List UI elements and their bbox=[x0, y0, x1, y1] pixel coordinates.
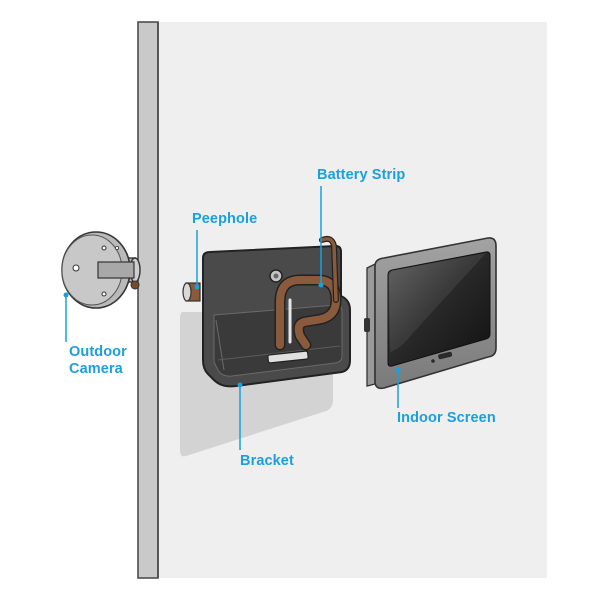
battery-strip-icon bbox=[274, 235, 342, 351]
outdoor-camera-label-line2: Camera bbox=[69, 361, 123, 377]
bracket-label: Bracket bbox=[240, 453, 294, 469]
outdoor-camera-label: Outdoor Camera bbox=[69, 344, 127, 378]
indoor-screen-label: Indoor Screen bbox=[397, 410, 496, 426]
outdoor-camera-label-line1: Outdoor bbox=[69, 344, 127, 360]
indoor-screen-icon bbox=[364, 237, 497, 390]
leader-lines bbox=[63, 186, 401, 450]
battery-strip-label: Battery Strip bbox=[317, 167, 406, 183]
outdoor-camera-icon bbox=[61, 231, 141, 309]
peephole-label: Peephole bbox=[192, 211, 258, 227]
door-edge bbox=[137, 21, 159, 579]
